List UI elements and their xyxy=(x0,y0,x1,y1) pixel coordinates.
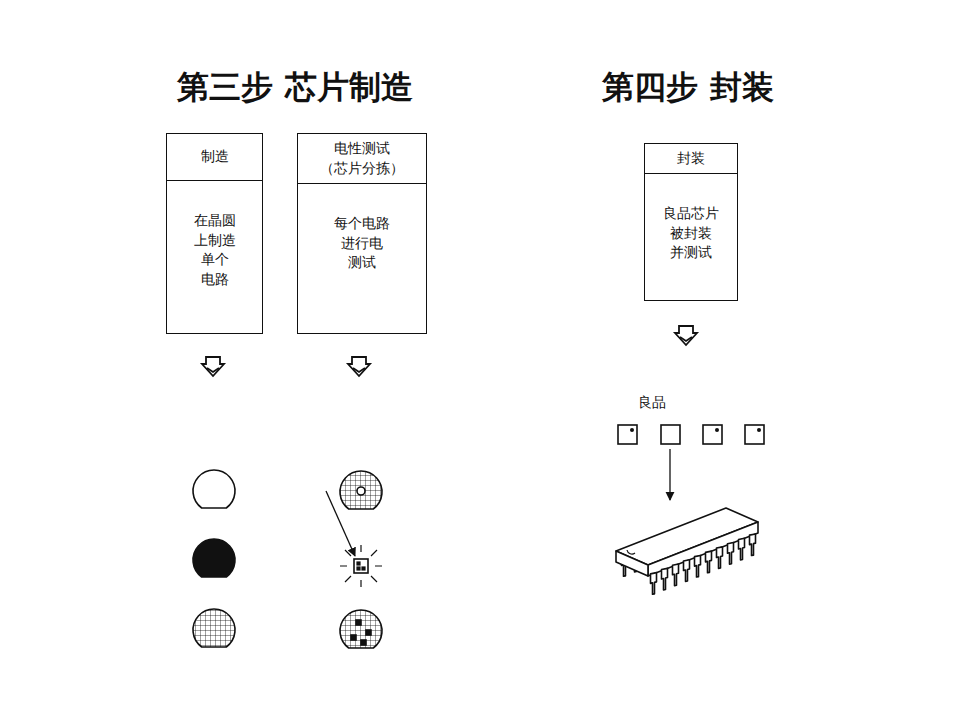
good-dies xyxy=(618,425,764,444)
process-box: 电性测试 （芯片分拣） 每个电路 进行电 测试 xyxy=(297,133,427,334)
die xyxy=(618,425,637,444)
box-header: 封装 xyxy=(645,144,737,174)
coated-wafer xyxy=(193,539,235,577)
probed-die xyxy=(357,487,365,495)
hollow-arrow-outline xyxy=(348,357,370,376)
body-text: 在晶圆 上制造 单个 电路 xyxy=(184,181,244,332)
probe-rays xyxy=(340,545,382,587)
pin xyxy=(695,555,701,577)
pin xyxy=(673,564,679,586)
tested-wafer xyxy=(340,471,382,509)
pin xyxy=(750,534,756,556)
pin xyxy=(717,547,723,569)
hollow-arrow xyxy=(675,326,697,345)
bad-die xyxy=(361,640,366,645)
probed-die-detail xyxy=(340,545,382,587)
bad-die xyxy=(351,635,356,640)
hollow-arrow-inner xyxy=(207,368,219,372)
die-pad xyxy=(362,567,365,570)
package-notch xyxy=(627,550,635,554)
pin xyxy=(651,573,657,595)
header-text: 电性测试 （芯片分拣） xyxy=(298,139,426,178)
wafers-test xyxy=(340,471,382,648)
hollow-arrows xyxy=(202,326,697,376)
box-body: 在晶圆 上制造 单个 电路 xyxy=(167,181,262,332)
front-pins xyxy=(651,534,756,594)
die xyxy=(703,425,722,444)
die-dot xyxy=(630,428,634,432)
die-square xyxy=(354,559,368,573)
step-title: 第三步 芯片制造 xyxy=(177,66,412,110)
hollow-arrow-inner xyxy=(680,337,692,341)
hollow-arrow xyxy=(202,357,224,376)
header-text: 封装 xyxy=(673,149,709,169)
box-header: 电性测试 （芯片分拣） xyxy=(298,134,426,184)
die-dot xyxy=(757,428,761,432)
part-label: 良品 xyxy=(638,394,666,412)
sorted-wafer xyxy=(340,610,382,648)
die-pad xyxy=(357,567,360,570)
die-pad xyxy=(357,562,360,565)
hollow-arrow xyxy=(348,357,370,376)
blank-wafer xyxy=(193,470,235,508)
die-dot xyxy=(715,428,719,432)
body-text: 良品芯片 被封装 并测试 xyxy=(661,174,721,299)
bad-die xyxy=(356,620,361,625)
box-header: 制造 xyxy=(167,134,262,181)
pin xyxy=(728,543,734,565)
dip-package xyxy=(616,508,758,594)
die xyxy=(745,425,764,444)
box-body: 良品芯片 被封装 并测试 xyxy=(645,174,737,299)
process-box: 封装良品芯片 被封装 并测试 xyxy=(644,143,738,301)
die xyxy=(661,425,680,444)
bad-die xyxy=(366,630,371,635)
box-body: 每个电路 进行电 测试 xyxy=(298,184,426,332)
hollow-arrow-outline xyxy=(675,326,697,345)
wafers-step3 xyxy=(193,470,235,647)
pin xyxy=(684,560,690,582)
package-front xyxy=(648,522,758,576)
hollow-arrow-outline xyxy=(202,357,224,376)
process-box: 制造在晶圆 上制造 单个 电路 xyxy=(166,133,263,334)
pin xyxy=(662,568,668,590)
pointer-arrow xyxy=(326,491,355,556)
step-title: 第四步 封装 xyxy=(602,66,773,110)
header-text: 制造 xyxy=(197,147,233,167)
package-arrow xyxy=(669,449,670,500)
patterned-wafer xyxy=(193,609,235,647)
body-text: 每个电路 进行电 测试 xyxy=(332,184,392,332)
pin xyxy=(739,538,745,560)
pin xyxy=(706,551,712,573)
package-end xyxy=(616,551,648,576)
hollow-arrow-inner xyxy=(353,368,365,372)
